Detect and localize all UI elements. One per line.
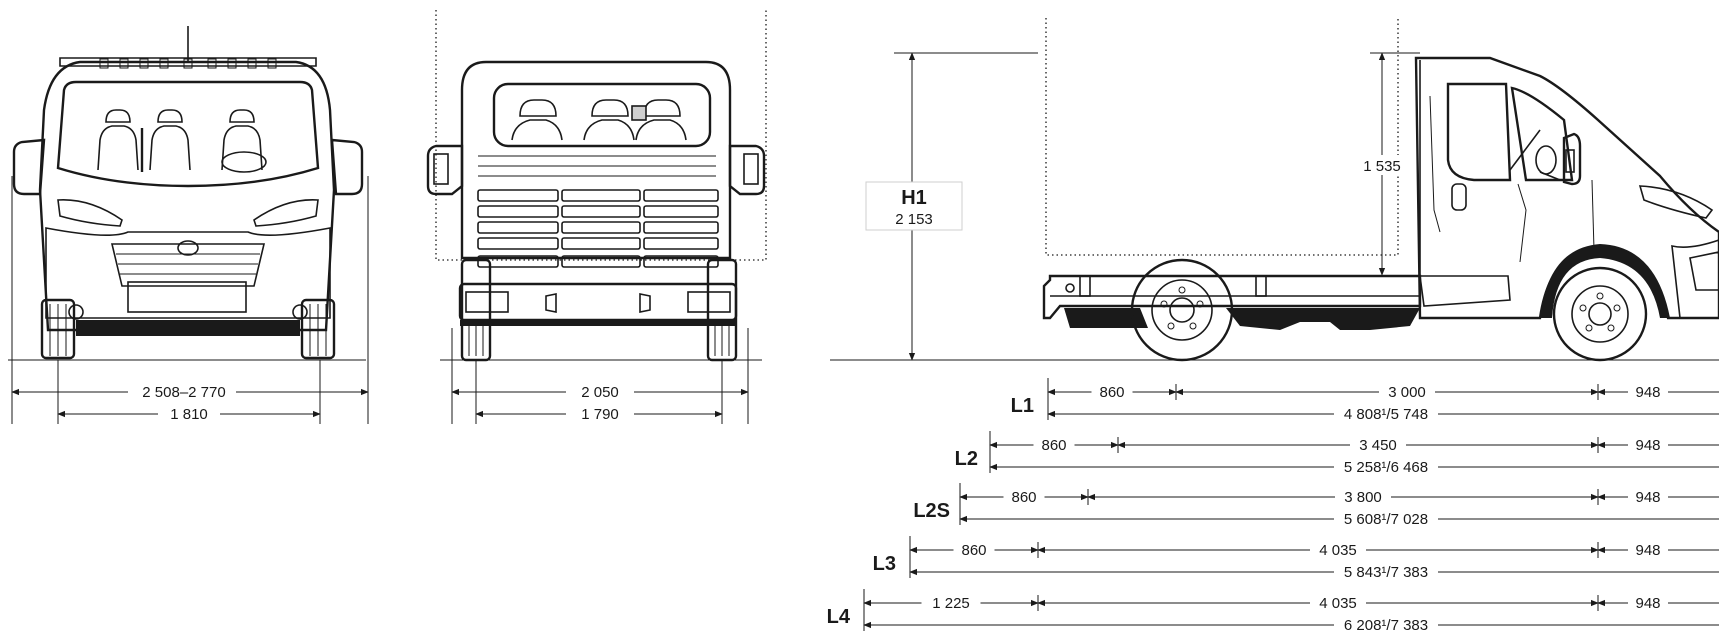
wheelbase-value: 3 000 — [1388, 384, 1426, 401]
side-view: H1 2 153 1 535 — [830, 18, 1719, 362]
front-width-overall: 2 508–2 770 — [142, 384, 225, 401]
total-length-value: 5 608¹/7 028 — [1344, 511, 1428, 528]
wheelbase-value: 4 035 — [1319, 542, 1357, 559]
length-dimensions-table: 860 3 000 948 4 808¹/5 748 L1 860 3 450 948 5 25… — [827, 378, 1719, 632]
front-overhang-value: 860 — [1041, 437, 1066, 454]
front-overhang-value: 1 225 — [932, 595, 970, 612]
length-class-label: L4 — [827, 606, 851, 628]
front-overhang-value: 860 — [961, 542, 986, 559]
rear-overhang-value: 948 — [1635, 595, 1660, 612]
total-length-value: 6 208¹/7 383 — [1344, 617, 1428, 632]
body-height: 1 535 — [1363, 158, 1401, 175]
front-track: 1 810 — [170, 406, 208, 423]
wheelbase-value: 3 800 — [1344, 489, 1382, 506]
rear-track: 1 790 — [581, 406, 619, 423]
front-view: 2 508–2 770 1 810 — [8, 26, 369, 424]
front-overhang-value: 860 — [1099, 384, 1124, 401]
front-overhang-value: 860 — [1011, 489, 1036, 506]
length-class-label: L2S — [913, 500, 950, 522]
rear-width: 2 050 — [581, 384, 619, 401]
length-class-label: L2 — [955, 448, 978, 470]
total-length-value: 5 843¹/7 383 — [1344, 564, 1428, 581]
rear-overhang-value: 948 — [1635, 542, 1660, 559]
length-class-label: L1 — [1011, 395, 1034, 417]
wheelbase-value: 4 035 — [1319, 595, 1357, 612]
height-value: 2 153 — [895, 211, 933, 228]
length-class-label: L3 — [873, 553, 896, 575]
total-length-value: 5 258¹/6 468 — [1344, 459, 1428, 476]
wheelbase-value: 3 450 — [1359, 437, 1397, 454]
rear-overhang-value: 948 — [1635, 384, 1660, 401]
rear-overhang-value: 948 — [1635, 437, 1660, 454]
rear-view: 2 050 1 790 — [426, 10, 767, 424]
total-length-value: 4 808¹/5 748 — [1344, 406, 1428, 423]
rear-overhang-value: 948 — [1635, 489, 1660, 506]
height-class-label: H1 — [901, 187, 927, 209]
